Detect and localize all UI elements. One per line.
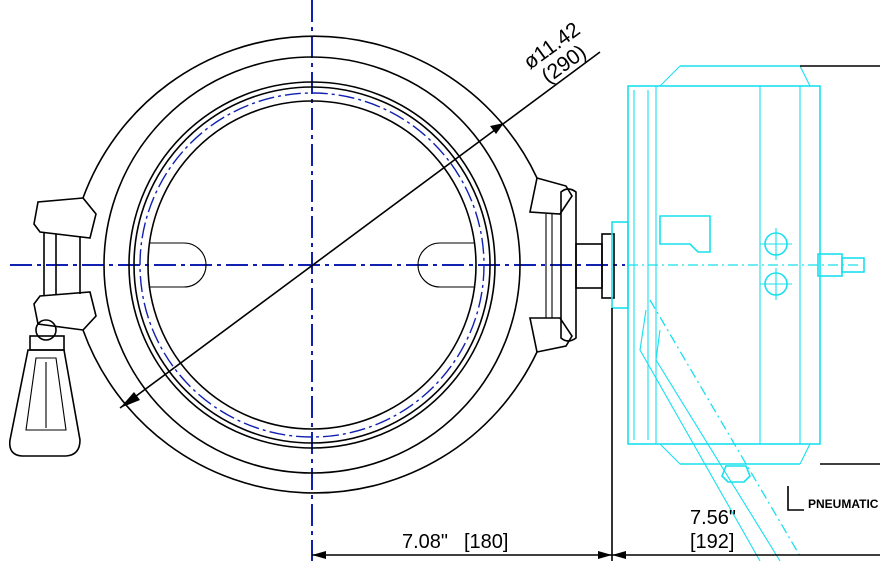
seat-ring	[147, 100, 477, 430]
diameter-arrow-head-lower	[120, 392, 140, 408]
actuator-cutaway-a	[639, 309, 761, 561]
actuator-position-indicator	[659, 215, 711, 253]
actuator-top-left-bevel	[659, 65, 681, 87]
flange-ring-mid	[128, 81, 496, 449]
diameter-leader	[119, 51, 601, 409]
bore-centerline-circle	[139, 92, 485, 438]
handle-knob	[35, 319, 57, 341]
dim-arrow-left	[312, 551, 326, 559]
clamp-lug-left-bottom	[33, 291, 97, 331]
actuator-mount-plate	[560, 188, 577, 342]
clamp-lug-right-bottom	[529, 317, 573, 353]
pneumatic-actuator	[611, 65, 865, 561]
clamp-outer-ring	[82, 35, 538, 199]
actuator-swing-line	[649, 299, 801, 557]
clamp-lug-left-top	[33, 197, 97, 239]
actuator-bottom-left-bevel	[659, 443, 681, 465]
clamp-lug-right-top	[529, 177, 573, 215]
flange-ring-outer	[103, 56, 521, 474]
shaft-slot-left	[150, 242, 207, 288]
pneumatic-label: PNEUMATIC	[808, 497, 879, 511]
clamp-outer-ring-bottom	[82, 329, 538, 494]
disc-outer	[133, 86, 491, 444]
handle-grip	[8, 349, 81, 457]
actuator-dimension-label: 7.56"	[690, 507, 736, 529]
actuator-air-fitting-nut	[841, 257, 865, 273]
horizontal-dimension-label: 7.08"	[402, 531, 448, 553]
diameter-arrow-head-upper	[490, 123, 504, 134]
centerlines	[10, 0, 625, 561]
stem-collar	[601, 233, 615, 299]
actuator-top-right-bevel	[799, 65, 811, 87]
dim-arrow-actuator	[612, 551, 626, 559]
horizontal-dimension-mm-label: [180]	[464, 531, 508, 553]
dimension-lines	[312, 65, 880, 561]
handle-neck	[29, 335, 65, 351]
dim-arrow-right	[598, 551, 612, 559]
handle-grip-inner	[25, 357, 67, 431]
actuator-dimension-mm-label: [192]	[690, 531, 734, 553]
actuator-bottom-fitting	[721, 465, 751, 483]
actuator-bottom-right-bevel	[799, 443, 811, 465]
actuator-cutaway-b	[655, 329, 781, 561]
valve-body	[8, 35, 615, 494]
shaft-slot-right	[417, 242, 474, 288]
dimension-labels: ø11.42 (290) 7.08" [180] 7.56" [192] PNE…	[402, 18, 879, 553]
pneumatic-leader	[787, 486, 804, 511]
